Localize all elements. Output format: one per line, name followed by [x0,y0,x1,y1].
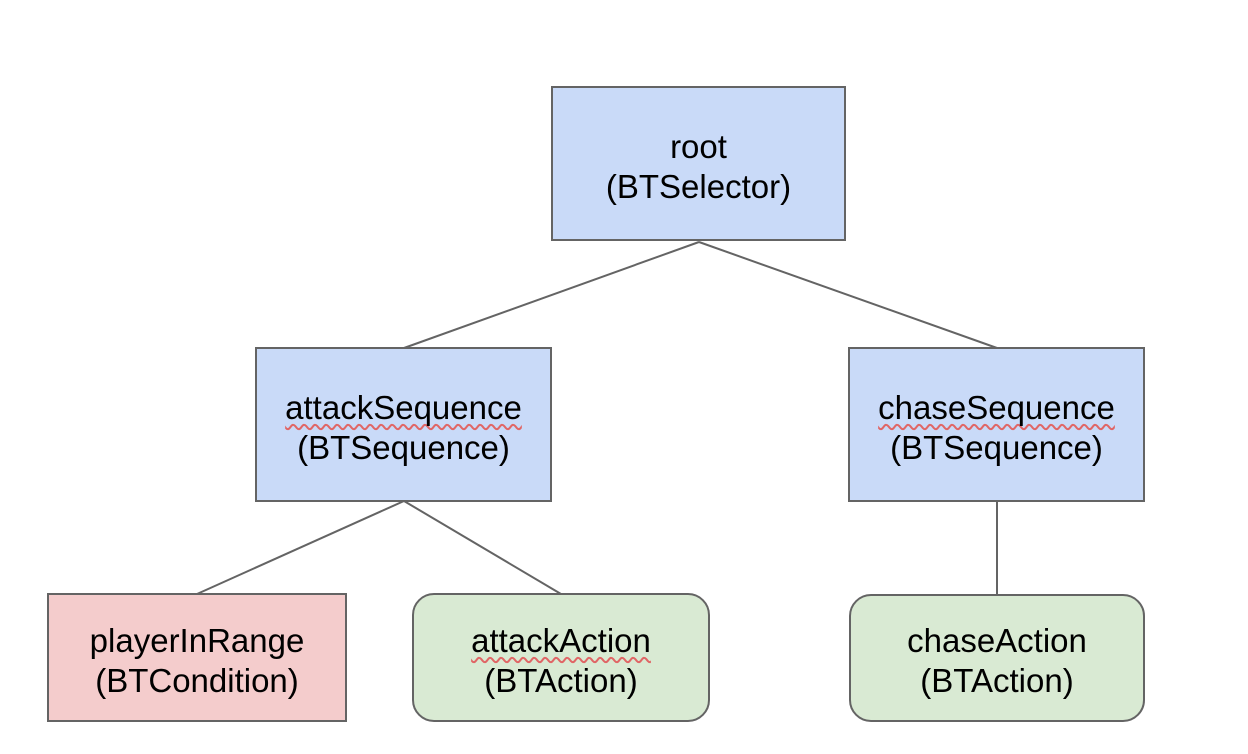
node-player-in-range-name: playerInRange [89,621,305,659]
node-attack-action-name: attackAction [471,621,651,659]
node-chase-sequence-name: chaseSequence [878,388,1115,426]
node-player-in-range-type: (BTCondition) [95,661,299,699]
node-chase-action-name: chaseAction [907,622,1087,659]
node-root-name: root [670,127,727,165]
node-player-in-range: playerInRange (BTCondition) [47,593,347,722]
node-attack-action: attackAction (BTAction) [412,593,710,722]
node-chase-sequence-type: (BTSequence) [890,428,1103,466]
node-chase-sequence: chaseSequence (BTSequence) [848,347,1145,502]
node-root: root (BTSelector) [551,86,846,241]
node-attack-sequence-type: (BTSequence) [297,428,510,466]
node-attack-sequence-name: attackSequence [285,388,522,426]
connector-root-attacksequence [403,241,700,349]
connector-root-chasesequence [698,241,998,349]
node-chase-action-type: (BTAction) [920,662,1074,699]
node-root-type: (BTSelector) [605,167,792,205]
connector-attacksequence-attackaction [403,500,562,595]
node-attack-action-type: (BTAction) [484,661,638,699]
node-attack-sequence: attackSequence (BTSequence) [255,347,552,502]
node-chase-action: chaseAction (BTAction) [849,594,1145,722]
connector-attacksequence-playerinrange [196,500,405,595]
